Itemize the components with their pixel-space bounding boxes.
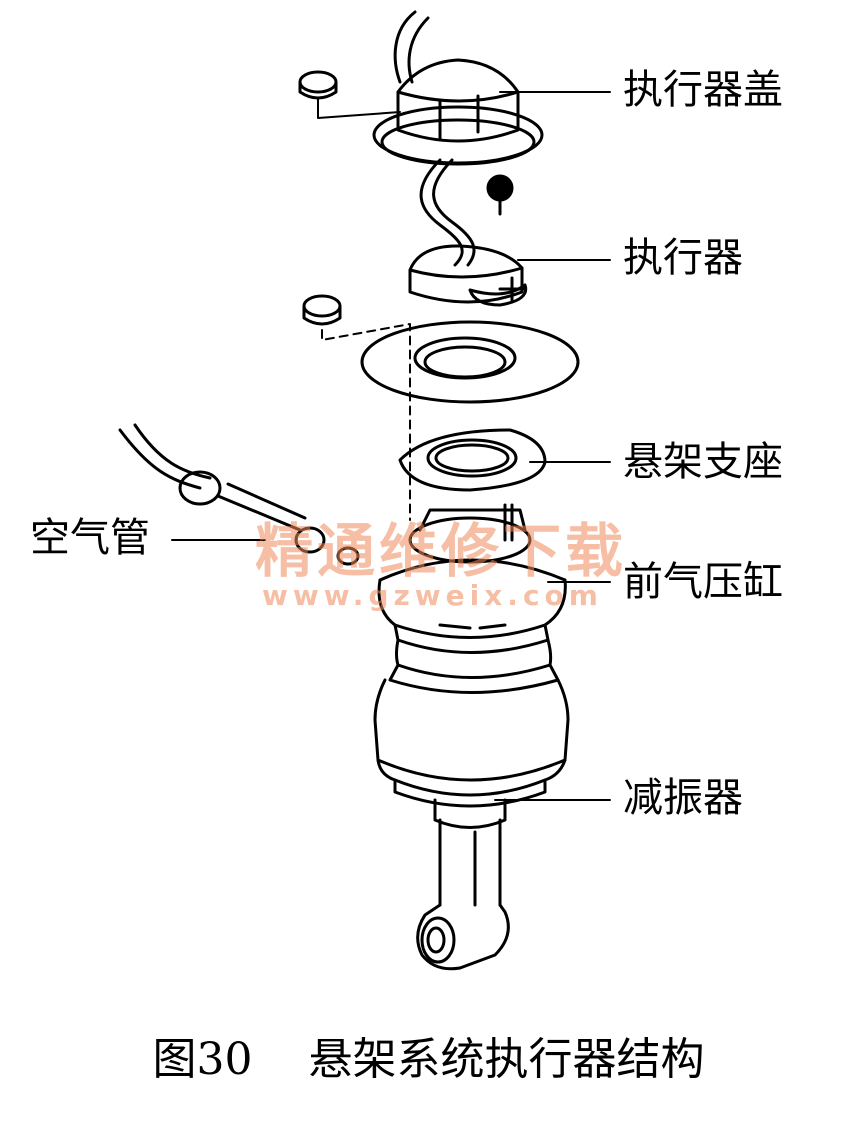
label-suspension-mount: 悬架支座: [623, 439, 783, 485]
label-front-air-cylinder: 前气压缸: [623, 559, 783, 605]
label-air-tube: 空气管: [30, 515, 150, 561]
label-actuator-cover: 执行器盖: [623, 67, 783, 113]
actuator-wire: [419, 158, 476, 267]
air-bellows: [388, 638, 560, 694]
middle-nut-leader: [321, 323, 411, 521]
front-air-cylinder-part: [377, 503, 567, 654]
shock-absorber-part: [373, 678, 570, 971]
air-tube-part: [118, 423, 360, 566]
top-nut-leader: [317, 97, 401, 119]
top-nut: [298, 70, 338, 100]
figure-title: 悬架系统执行器结构: [308, 1034, 705, 1085]
watermark-text: 精通维修下载: [255, 517, 628, 585]
figure-number: 图30: [152, 1034, 253, 1085]
figure-caption: 图30 悬架系统执行器结构: [0, 1038, 857, 1082]
suspension-mount-part: [398, 428, 547, 492]
watermark-url: www.gzweix.com: [262, 579, 603, 612]
small-screw: [486, 174, 514, 216]
washer-plate: [360, 320, 580, 404]
actuator-part: [408, 244, 528, 307]
actuator-cover-part: [372, 58, 544, 166]
middle-nut: [302, 294, 342, 326]
actuator-cable: [393, 10, 430, 84]
label-actuator: 执行器: [623, 235, 743, 281]
label-shock-absorber: 减振器: [623, 775, 743, 821]
